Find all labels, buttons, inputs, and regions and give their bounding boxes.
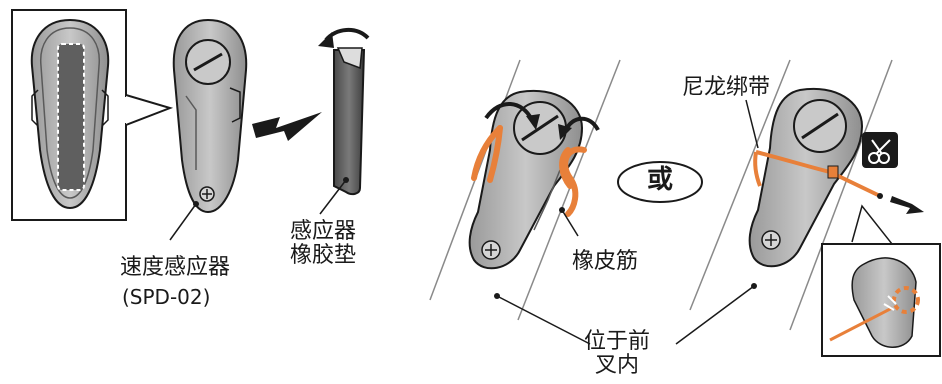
arrow-left-icon	[252, 112, 322, 141]
sensor-pad-label: 感应器 橡胶垫	[290, 219, 357, 269]
sensor-pad-label-line2: 橡胶垫	[290, 243, 357, 269]
sensor-with-nylon-tie	[745, 87, 883, 268]
fork-pointer-lines	[494, 283, 757, 345]
or-label: 或	[647, 165, 674, 195]
sensor-rubber-pad	[319, 47, 366, 215]
or-oval	[617, 161, 703, 203]
scissors-icon	[862, 132, 898, 168]
cut-detail-zoom	[821, 204, 941, 357]
sensor-model-label: (SPD-02)	[122, 285, 211, 309]
rubber-band-label: 橡皮筋	[572, 249, 639, 274]
screw-icon	[199, 186, 215, 202]
fork-location-line1: 位于前	[584, 329, 651, 354]
speed-sensor-label: 速度感应器	[120, 255, 231, 280]
arrow-right-icon	[890, 196, 924, 214]
speed-sensor	[169, 18, 248, 241]
sensor-back-zoom	[11, 9, 174, 221]
nylon-tie-label: 尼龙绑带	[682, 75, 771, 100]
fork-location-label: 位于前 叉内	[584, 329, 651, 379]
fork-location-line2: 叉内	[595, 353, 640, 379]
sensor-pad-label-line1: 感应器	[290, 219, 357, 244]
sensor-with-rubber-band	[468, 89, 600, 270]
